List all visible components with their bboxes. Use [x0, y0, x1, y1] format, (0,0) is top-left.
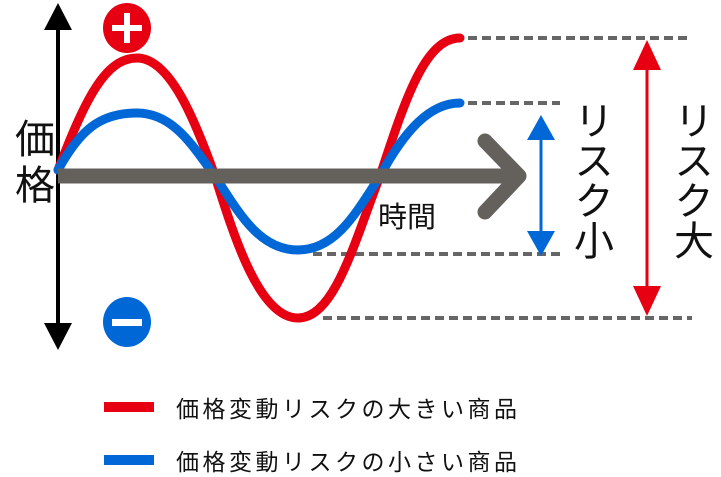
high-risk-curve [53, 33, 465, 323]
time-axis-label: 時間 [378, 200, 437, 234]
legend-item-low-risk: 価格変動リスクの小さい商品 [104, 443, 521, 477]
large-risk-range-arrow [633, 40, 661, 316]
legend-label: 価格変動リスクの小さい商品 [176, 450, 521, 476]
legend-swatch-red [104, 402, 154, 412]
arrow-up-icon [44, 3, 72, 30]
plus-icon [103, 3, 151, 53]
risk-large-label: リスク大 [667, 100, 713, 260]
risk-small-label: リスク小 [567, 100, 613, 260]
time-axis [58, 133, 527, 220]
legend-item-high-risk: 価格変動リスクの大きい商品 [104, 390, 521, 424]
legend-label: 価格変動リスクの大きい商品 [176, 397, 521, 423]
minus-icon [103, 297, 151, 347]
small-risk-range-arrow [527, 115, 555, 256]
guide-lines [313, 36, 692, 320]
chevron-right-icon [477, 133, 527, 220]
price-axis-label: 価格 [8, 118, 54, 210]
arrow-down-icon [44, 323, 72, 350]
low-risk-curve [53, 98, 465, 255]
legend-swatch-blue [104, 455, 154, 465]
